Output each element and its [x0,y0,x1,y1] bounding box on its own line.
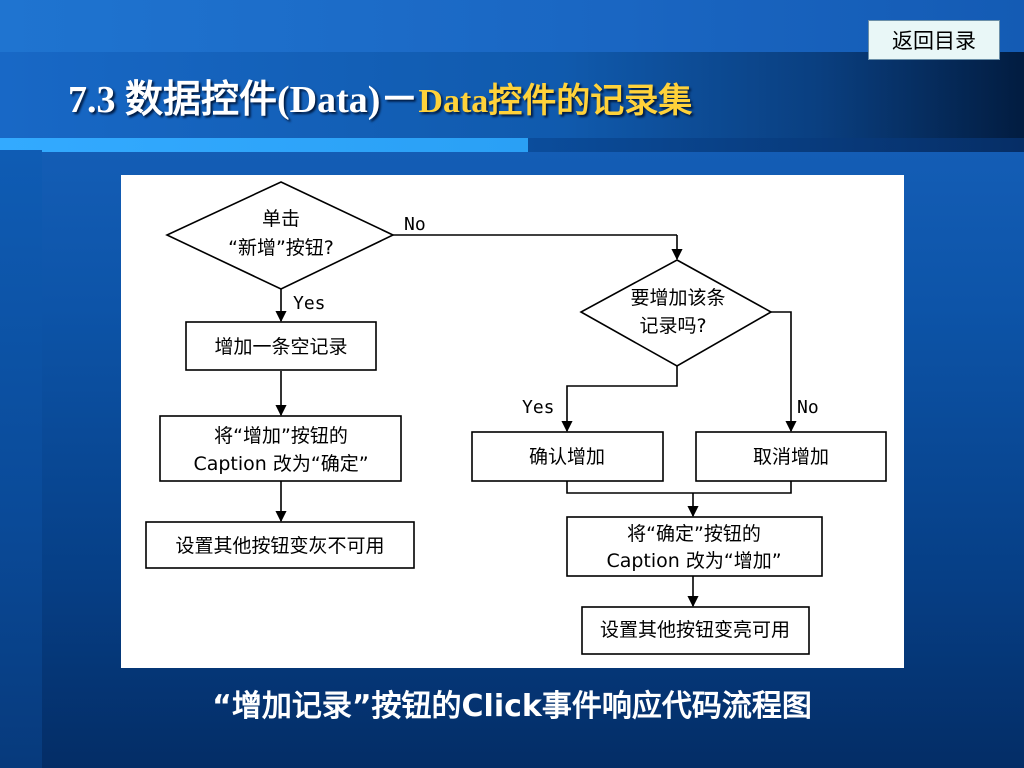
disable-buttons-text: 设置其他按钮变灰不可用 [175,535,384,557]
figure-caption: “增加记录”按钮的Click事件响应代码流程图 [212,689,812,724]
edge-label-no-right: No [797,397,819,418]
process-enable-buttons [581,606,810,655]
process-add-empty-record [185,321,377,371]
enable-buttons-text: 设置其他按钮变亮可用 [600,619,790,641]
process-confirm-add [471,431,664,482]
accent-bar-dark [528,138,1024,152]
set-caption-add-text-line1: 将“确定”按钮的 [627,523,761,545]
edge-no-to-cancel [771,311,797,433]
decision-add-text-line2: 记录吗? [639,315,706,337]
flowchart-panel: 单击 “新增”按钮? No Yes 增加一条空记录 将“增加”按钮的 Capti… [121,175,904,668]
add-empty-record-text: 增加一条空记录 [214,336,347,358]
accent-bar [0,138,528,152]
confirm-add-text: 确认增加 [529,446,605,468]
left-band [0,150,42,768]
process-disable-buttons [145,521,415,569]
decision-new-text-line2: “新增”按钮? [228,237,334,259]
edge-label-yes-left: Yes [293,293,326,314]
edge-merge [566,481,792,494]
decision-new-text-line1: 单击 [262,208,300,230]
cancel-add-text: 取消增加 [753,446,829,468]
edge-label-no-top: No [404,214,426,235]
decision-add-text-line1: 要增加该条 [630,287,725,309]
top-stripe [0,0,1024,52]
decision-new-button-clicked [165,181,395,290]
set-caption-confirm-text-line1: 将“增加”按钮的 [214,425,348,447]
title-separator: － [380,79,419,121]
process-set-caption-add [566,516,823,577]
decision-add-record [579,259,773,367]
edge-label-yes-right: Yes [522,397,555,418]
page-title: 7.3 数据控件(Data)－Data控件的记录集 [68,72,692,128]
set-caption-add-text-line2: Caption 改为“增加” [606,550,781,572]
process-cancel-add [695,431,887,482]
title-main: 7.3 数据控件(Data) [68,79,381,121]
edge-yes-to-confirm [561,366,678,433]
set-caption-confirm-text-line2: Caption 改为“确定” [193,453,368,475]
title-band [0,52,1024,138]
flowchart: 单击 “新增”按钮? No Yes 增加一条空记录 将“增加”按钮的 Capti… [145,181,887,655]
title-subtitle: Data控件的记录集 [418,83,693,120]
return-to-contents-button[interactable]: 返回目录 [868,20,1000,60]
process-set-caption-confirm [159,415,402,482]
